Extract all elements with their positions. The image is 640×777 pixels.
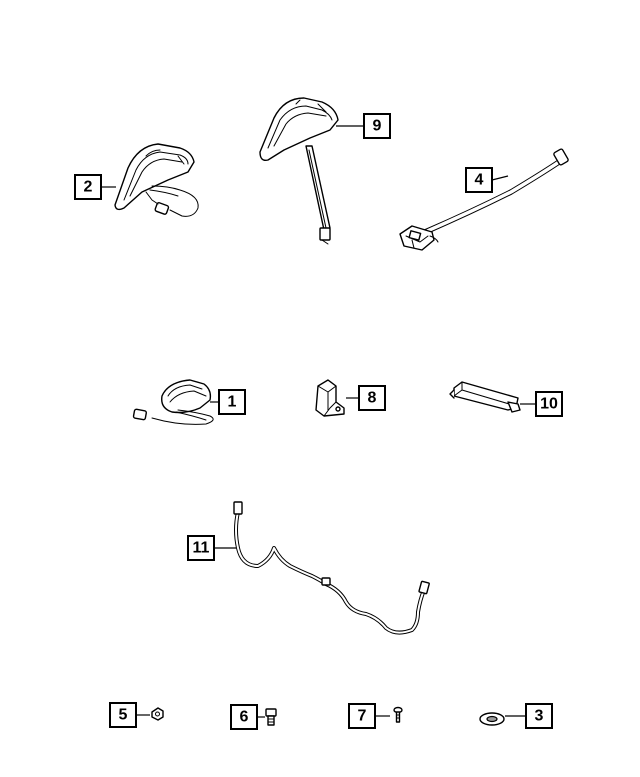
callout-10-label: 10 [540, 396, 558, 413]
part-11-harness-cable [233, 501, 430, 635]
callout-11: 11 [187, 535, 236, 561]
part-5-nut [151, 707, 164, 721]
part-7-screw [393, 706, 403, 723]
callout-4-label: 4 [475, 172, 484, 189]
part-9-antenna-fin-with-mast [259, 97, 339, 245]
callout-9-label: 9 [373, 118, 382, 135]
callout-5-label: 5 [119, 707, 128, 724]
callout-2-label: 2 [84, 179, 93, 196]
part-6-bolt [265, 708, 277, 726]
callout-4: 4 [465, 167, 509, 193]
callout-5: 5 [109, 702, 150, 728]
callout-11-label: 11 [193, 540, 210, 557]
callout-8-label: 8 [368, 390, 377, 407]
callout-7-label: 7 [358, 708, 367, 725]
callout-3: 3 [505, 703, 553, 729]
callout-7: 7 [348, 703, 390, 729]
callout-9: 9 [336, 113, 391, 139]
part-3-grommet [479, 712, 505, 726]
part-1-antenna-module [132, 379, 214, 425]
part-8-bracket [315, 379, 345, 417]
part-2-antenna-fin [114, 143, 199, 217]
callout-8: 8 [346, 385, 386, 411]
callout-2: 2 [74, 174, 116, 200]
part-4-cable-with-connector [399, 148, 569, 251]
callout-1-label: 1 [228, 394, 237, 411]
callout-6-label: 6 [240, 709, 249, 726]
callout-3-label: 3 [535, 708, 544, 725]
callout-1: 1 [210, 389, 246, 415]
part-10-rod-module [449, 381, 521, 413]
callout-6: 6 [230, 704, 265, 730]
callout-10: 10 [520, 391, 563, 417]
